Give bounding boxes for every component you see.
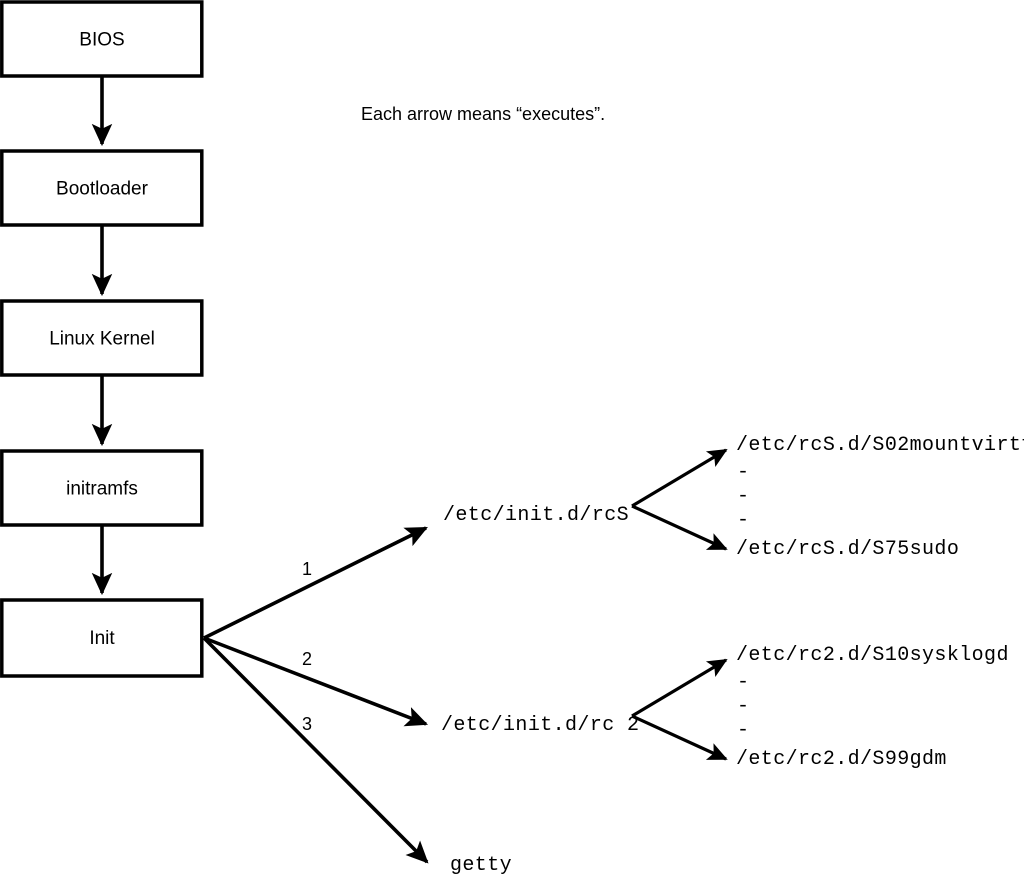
legend-note: Each arrow means “executes”. [361, 104, 605, 124]
arrow-init-to-rcs [203, 526, 428, 640]
edge-number-3: 3 [302, 714, 312, 734]
bootloader-label: Bootloader [56, 179, 149, 200]
node-linux-kernel[interactable]: Linux Kernel [0, 299, 204, 377]
label-rcs-script: /etc/init.d/rcS [443, 504, 629, 527]
initramfs-label: initramfs [66, 479, 138, 500]
arrow-rcs-to-last-script [631, 504, 728, 551]
rc2-ellipsis-dash-2: - [737, 695, 749, 718]
bios-box[interactable] [0, 0, 204, 78]
label-rc2-last-script: /etc/rc2.d/S99gdm [736, 748, 947, 771]
label-rc2-first-script: /etc/rc2.d/S10sysklogd [736, 644, 1009, 667]
arrow-init-to-getty [202, 636, 429, 864]
arrow-init-to-rc2 [203, 636, 429, 727]
node-init[interactable]: Init [0, 598, 204, 678]
initramfs-box[interactable] [0, 449, 204, 527]
label-rcs-last-script: /etc/rcS.d/S75sudo [736, 538, 959, 561]
rcs-ellipsis-dash-1: - [737, 461, 749, 484]
linux-kernel-label: Linux Kernel [49, 329, 155, 350]
arrow-rcs-to-first-script [631, 448, 728, 508]
label-getty: getty [450, 854, 512, 875]
init-box[interactable] [0, 598, 204, 678]
rc2-ellipsis-dash-3: - [737, 719, 749, 742]
label-rc2-script: /etc/init.d/rc 2 [441, 714, 639, 737]
rcs-ellipsis-dash-2: - [737, 485, 749, 508]
bios-label: BIOS [79, 30, 124, 51]
node-bootloader[interactable]: Bootloader [0, 149, 204, 227]
init-label: Init [89, 628, 115, 649]
arrow-rc2-to-last-script [631, 714, 728, 761]
node-initramfs[interactable]: initramfs [0, 449, 204, 527]
arrow-rc2-to-first-script [631, 658, 728, 718]
label-rcs-first-script: /etc/rcS.d/S02mountvirtfs [736, 434, 1024, 457]
rcs-ellipsis-dash-3: - [737, 509, 749, 532]
edge-number-2: 2 [302, 649, 312, 669]
rc2-ellipsis-dash-1: - [737, 671, 749, 694]
bootloader-box[interactable] [0, 149, 204, 227]
node-bios[interactable]: BIOS [0, 0, 204, 78]
edge-number-1: 1 [302, 559, 312, 579]
